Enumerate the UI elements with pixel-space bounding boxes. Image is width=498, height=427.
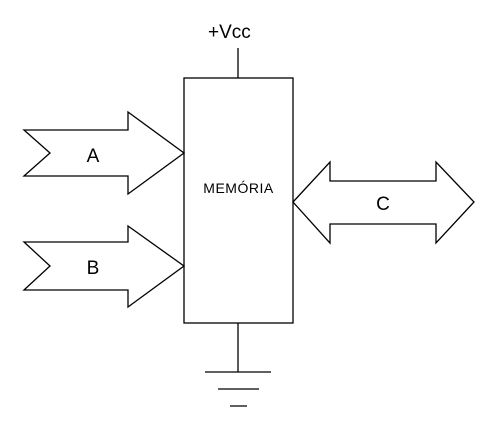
memory-block-label: MEMÓRIA — [203, 180, 274, 196]
input-a-label: A — [87, 146, 100, 167]
input-arrow-b — [22, 224, 186, 309]
input-arrow-a — [22, 110, 186, 196]
bus-arrow-c — [292, 160, 475, 245]
bus-c-label: C — [376, 194, 390, 215]
vcc-label: +Vcc — [208, 22, 251, 43]
memory-block — [183, 77, 294, 324]
input-b-label: B — [87, 258, 100, 279]
ground-icon — [205, 371, 271, 407]
